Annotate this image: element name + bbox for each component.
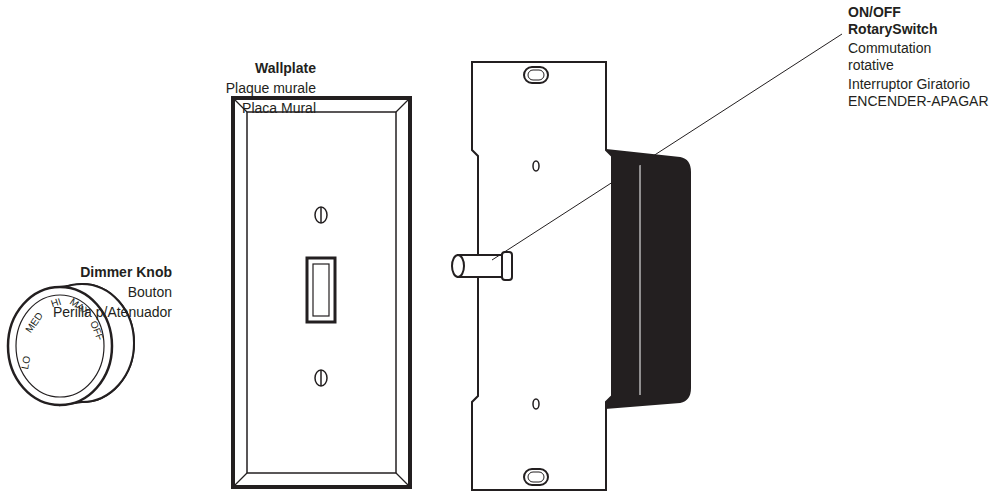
leader-line <box>492 34 842 260</box>
wallplate <box>233 98 410 487</box>
rotary-switch <box>452 34 842 490</box>
part-name: Dimmer Knob <box>0 264 172 281</box>
part-name-es: Placa Mural <box>116 100 316 117</box>
part-name-fr: Bouton <box>0 284 172 301</box>
part-name-fr: Commutation rotative <box>848 40 948 74</box>
part-name-es: Interruptor Giratorio ENCENDER-APAGAR <box>848 76 990 110</box>
part-name: ON/OFF RotarySwitch <box>848 4 956 38</box>
part-name: Wallplate <box>116 60 316 77</box>
part-name-fr: Plaque murale <box>116 80 316 97</box>
dimmer-knob <box>8 284 134 405</box>
